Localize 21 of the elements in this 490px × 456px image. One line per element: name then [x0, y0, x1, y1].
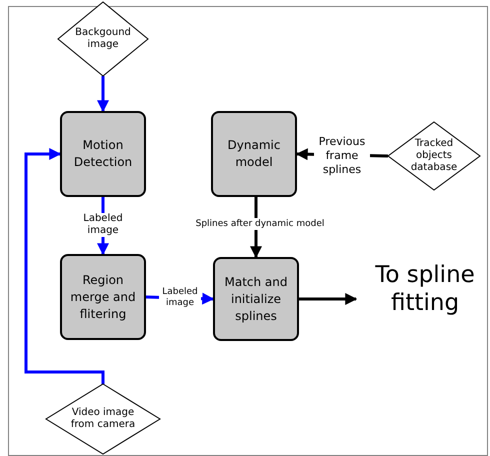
process-box: [60, 254, 146, 340]
arrow: [24, 148, 104, 384]
node-label: Tracked objects database: [410, 138, 458, 174]
input-diamond: [388, 122, 480, 190]
node-label: Match and initialize splines: [223, 274, 288, 324]
input-diamond: [46, 384, 160, 454]
node-label: Backgound image: [75, 27, 131, 51]
node-label: Video image from camera: [70, 407, 136, 431]
arrow: [299, 293, 358, 305]
edge-label: Splines after dynamic model: [196, 218, 324, 230]
arrow: [97, 76, 109, 112]
node-label: Region merge and flitering: [69, 272, 137, 322]
process-box: [211, 111, 297, 197]
edge-label: Labeled image: [159, 287, 201, 309]
output-text: To spline fitting: [360, 257, 490, 321]
node-label: Dynamic model: [226, 137, 282, 171]
process-box: [213, 257, 299, 341]
node-label: Motion Detection: [72, 137, 134, 171]
input-diamond: [58, 2, 148, 76]
edge-label: Previous frame splines: [314, 135, 370, 177]
process-box: [60, 111, 146, 197]
